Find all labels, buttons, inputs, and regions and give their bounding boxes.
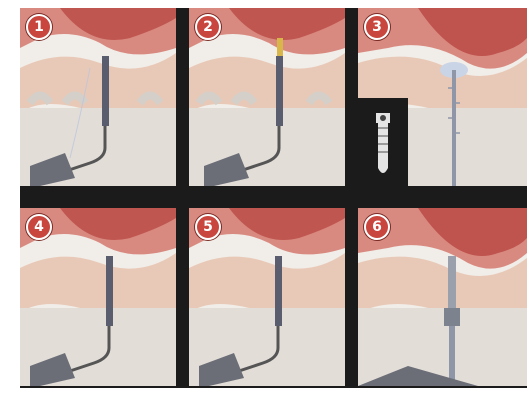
step-grid: 1 2 bbox=[20, 8, 527, 388]
step-panel-2: 2 bbox=[189, 8, 345, 186]
implant-inset bbox=[358, 98, 408, 186]
step-number-badge: 3 bbox=[364, 14, 390, 40]
step-panel-1: 1 bbox=[20, 8, 176, 186]
step-panel-6: 6 bbox=[358, 208, 527, 386]
implant-icon bbox=[358, 98, 408, 186]
step-panel-4: 4 bbox=[20, 208, 176, 386]
step-panel-3: 3 bbox=[358, 8, 527, 186]
step-number-badge: 1 bbox=[26, 14, 52, 40]
step-panel-5: 5 bbox=[189, 208, 345, 386]
step-number-badge: 2 bbox=[195, 14, 221, 40]
step-number-badge: 4 bbox=[26, 214, 52, 240]
step-number-badge: 6 bbox=[364, 214, 390, 240]
step-number-badge: 5 bbox=[195, 214, 221, 240]
